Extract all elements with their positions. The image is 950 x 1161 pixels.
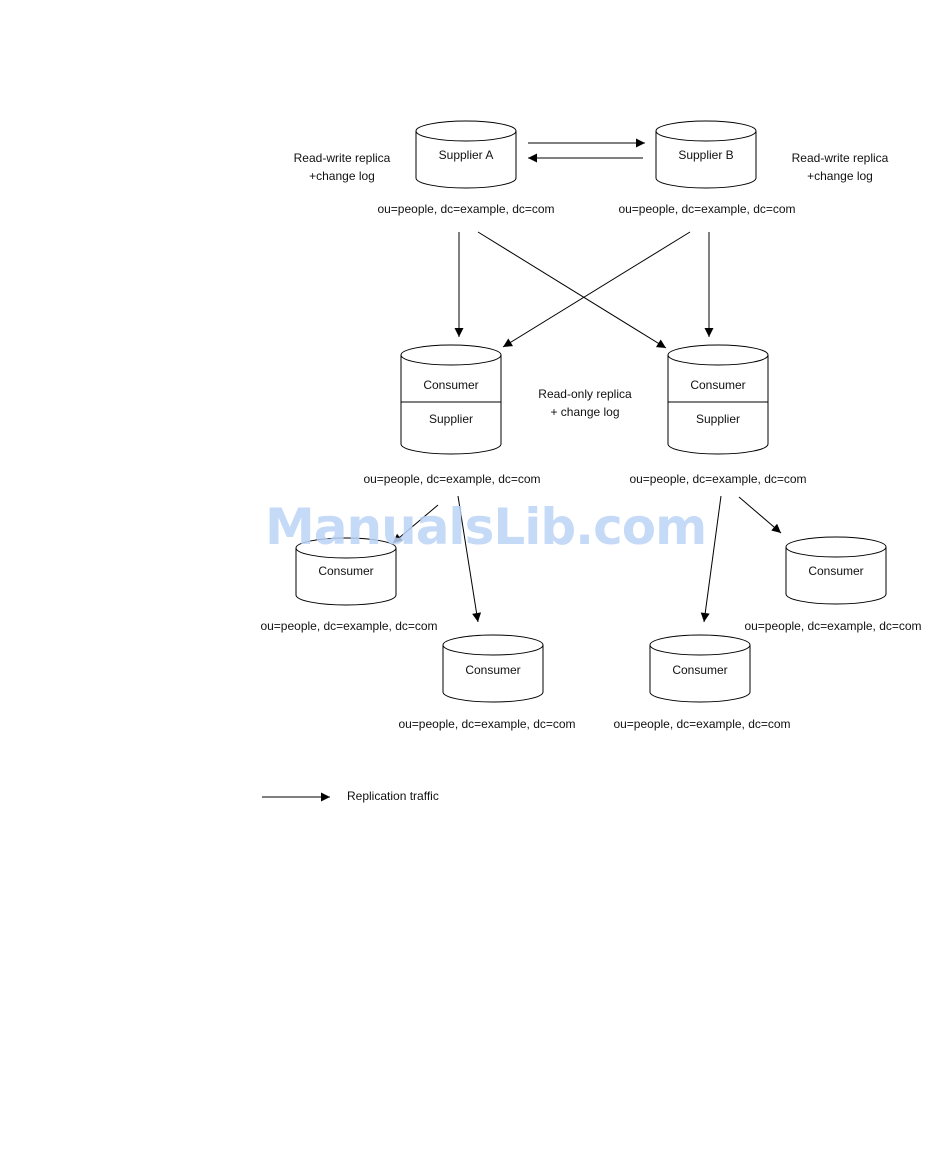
annotation-line: +change log — [807, 169, 873, 183]
hub-left-dn: ou=people, dc=example, dc=com — [363, 472, 540, 486]
hub-right-supplier-label: Supplier — [696, 412, 740, 426]
database-icon — [655, 120, 757, 189]
read-only-annotation: Read-only replica + change log — [538, 387, 632, 419]
consumer-4-label: Consumer — [808, 564, 863, 578]
database-icon — [415, 120, 517, 189]
annotation-line: +change log — [309, 169, 375, 183]
annotation-line: Read-only replica — [538, 387, 632, 401]
consumer-3-node: Consumer ou=people, dc=example, dc=com — [613, 634, 791, 731]
edge-supplier-a-to-hub-right — [477, 231, 667, 349]
supplier-b-node: Supplier B ou=people, dc=example, dc=com — [618, 120, 796, 216]
annotation-line: + change log — [550, 405, 619, 419]
edge-hub-right-to-consumer-4 — [738, 496, 782, 534]
consumer-3-label: Consumer — [672, 663, 727, 677]
edge-hub-right-to-consumer-3 — [700, 495, 722, 623]
supplier-a-node: Supplier A ou=people, dc=example, dc=com — [377, 120, 555, 216]
consumer-4-node: Consumer ou=people, dc=example, dc=com — [744, 536, 922, 633]
annotation-line: Read-write replica — [294, 151, 391, 165]
consumer-1-node: Consumer ou=people, dc=example, dc=com — [260, 537, 438, 633]
read-write-annotation-right: Read-write replica +change log — [792, 151, 889, 183]
annotation-line: Read-write replica — [792, 151, 889, 165]
supplier-b-label: Supplier B — [678, 148, 733, 162]
legend-label: Replication traffic — [347, 789, 439, 803]
legend: Replication traffic — [262, 789, 439, 803]
consumer-2-node: Consumer ou=people, dc=example, dc=com — [398, 634, 576, 731]
edge-hub-left-to-consumer-1 — [392, 504, 439, 544]
database-icon — [649, 634, 751, 703]
database-icon — [667, 344, 769, 455]
hub-right-node: Consumer Supplier ou=people, dc=example,… — [629, 344, 807, 486]
consumer-4-dn: ou=people, dc=example, dc=com — [744, 619, 921, 633]
database-icon — [295, 537, 397, 606]
database-icon — [785, 536, 887, 605]
consumer-1-dn: ou=people, dc=example, dc=com — [260, 619, 437, 633]
read-write-annotation-left: Read-write replica +change log — [294, 151, 391, 183]
database-icon — [400, 344, 502, 455]
supplier-a-dn: ou=people, dc=example, dc=com — [377, 202, 554, 216]
supplier-b-dn: ou=people, dc=example, dc=com — [618, 202, 795, 216]
edges — [392, 138, 782, 623]
database-icon — [442, 634, 544, 703]
hub-right-consumer-label: Consumer — [690, 378, 745, 392]
hub-right-dn: ou=people, dc=example, dc=com — [629, 472, 806, 486]
hub-left-supplier-label: Supplier — [429, 412, 473, 426]
consumer-2-dn: ou=people, dc=example, dc=com — [398, 717, 575, 731]
hub-left-consumer-label: Consumer — [423, 378, 478, 392]
consumer-1-label: Consumer — [318, 564, 373, 578]
hub-left-node: Consumer Supplier ou=people, dc=example,… — [363, 344, 541, 486]
supplier-a-label: Supplier A — [439, 148, 494, 162]
edge-supplier-b-to-hub-left — [502, 231, 691, 348]
consumer-3-dn: ou=people, dc=example, dc=com — [613, 717, 790, 731]
edge-hub-left-to-consumer-2 — [457, 495, 482, 623]
consumer-2-label: Consumer — [465, 663, 520, 677]
